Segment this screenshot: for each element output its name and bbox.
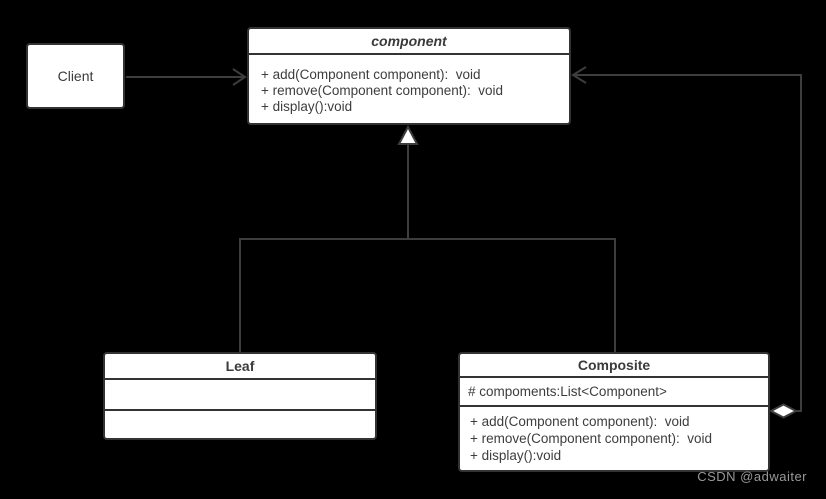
association-client-to-component: [126, 68, 247, 86]
composite-class-title: Composite: [460, 354, 768, 378]
hollow-triangle-icon: [397, 124, 419, 145]
leaf-class-title: Leaf: [105, 354, 375, 380]
open-diamond-icon: [768, 403, 799, 419]
component-class-box: component + add(Component component): vo…: [247, 27, 571, 125]
component-method-display: + display():void: [261, 99, 353, 114]
component-class-title: component: [249, 29, 569, 55]
leaf-methods-compartment: [105, 411, 375, 438]
composite-class-box: Composite # compoments:List<Component> +…: [458, 352, 770, 472]
leaf-class-box: Leaf: [103, 352, 377, 440]
composite-methods-compartment: + add(Component component): void + remov…: [460, 407, 768, 464]
open-arrowhead-icon: [571, 66, 587, 84]
leaf-attributes-compartment: [105, 380, 375, 411]
component-method-add: + add(Component component): void: [261, 67, 481, 82]
open-arrowhead-icon: [232, 68, 247, 86]
generalization-branch-lines: [239, 238, 616, 352]
composite-attribute-components: # compoments:List<Component>: [468, 384, 667, 399]
csdn-watermark: CSDN @adwaiter: [697, 469, 807, 484]
client-class-title: Client: [57, 68, 94, 84]
component-method-remove: + remove(Component component): void: [261, 83, 503, 98]
client-class-box: Client: [26, 43, 125, 109]
composite-method-display: + display():void: [470, 448, 562, 463]
generalization-tree-to-component: [239, 124, 616, 352]
component-methods-compartment: + add(Component component): void + remov…: [249, 55, 569, 115]
composite-attributes-compartment: # compoments:List<Component>: [460, 378, 768, 407]
composite-method-add: + add(Component component): void: [470, 414, 690, 429]
composite-method-remove: + remove(Component component): void: [470, 431, 712, 446]
